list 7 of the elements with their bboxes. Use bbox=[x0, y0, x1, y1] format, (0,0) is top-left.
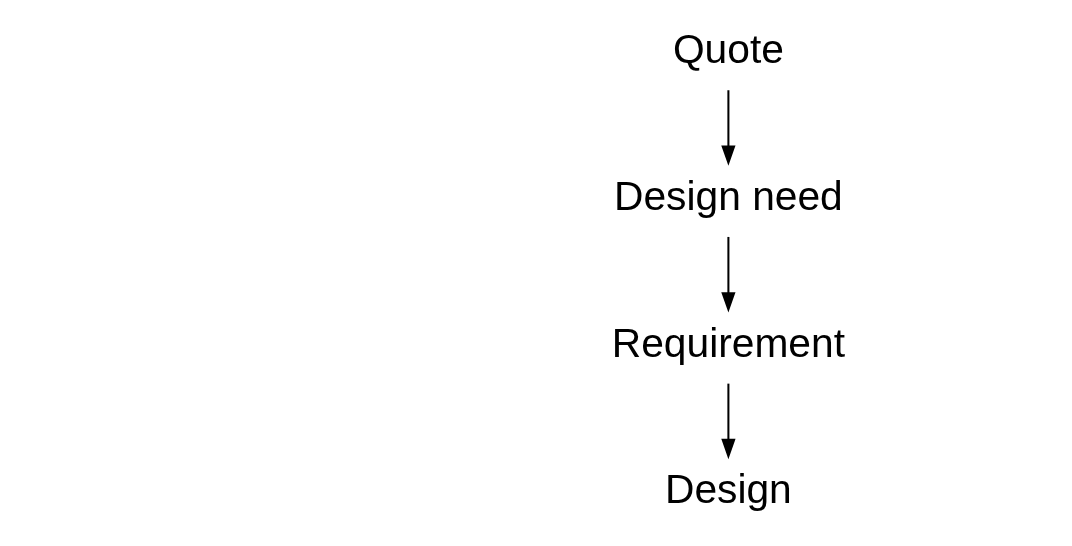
node-text: Design need bbox=[614, 172, 843, 219]
node-text: Design bbox=[664, 466, 792, 513]
arrow bbox=[721, 383, 736, 460]
node-text: Quote bbox=[672, 26, 784, 73]
arrow bbox=[721, 90, 736, 166]
arrow bbox=[721, 236, 736, 313]
node-text: Requirement bbox=[611, 319, 846, 366]
